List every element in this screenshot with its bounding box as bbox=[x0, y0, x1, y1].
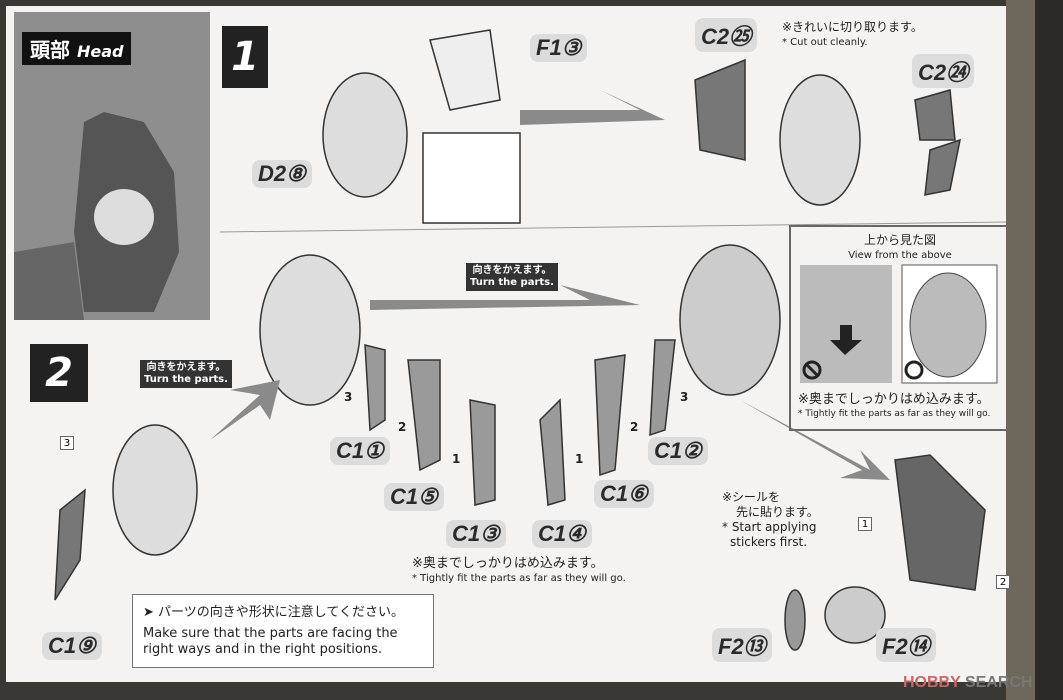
sticker-number-3: 3 bbox=[60, 436, 74, 450]
part-label-c1-3: C1③ bbox=[446, 520, 506, 548]
correct-icon bbox=[904, 360, 924, 380]
page-edge-dark bbox=[1035, 0, 1063, 700]
part-label-c2-25: C2㉕ bbox=[695, 18, 758, 52]
part-label-c1-4: C1④ bbox=[532, 520, 592, 548]
hint-jp: ➤ パーツの向きや形状に注意してください。 bbox=[143, 605, 404, 620]
part-label-c1-5: C1⑤ bbox=[384, 483, 444, 511]
turn-parts-tag: 向きをかえます。Turn the parts. bbox=[466, 263, 558, 291]
order-1: 1 bbox=[452, 452, 461, 466]
part-label-c1-2: C1② bbox=[648, 437, 708, 465]
order-3-right: 3 bbox=[680, 390, 689, 404]
head-illustration bbox=[14, 112, 179, 320]
step-1-badge: 1 bbox=[222, 26, 268, 88]
order-2-right: 2 bbox=[630, 420, 639, 434]
section-title: 頭部 Head bbox=[22, 32, 132, 65]
order-1-right: 1 bbox=[575, 452, 584, 466]
fit-note-box: ※奥までしっかりはめ込みます。* Tightly fit the parts a… bbox=[798, 392, 991, 419]
orientation-hint-box: ➤ パーツの向きや形状に注意してください。 Make sure that the… bbox=[132, 594, 434, 668]
cut-note: ※きれいに切り取ります。* Cut out cleanly. bbox=[782, 20, 923, 48]
view-from-above-box bbox=[789, 225, 1006, 431]
part-label-c1-1: C1① bbox=[330, 437, 390, 465]
turn-parts-tag-2: 向きをかえます。Turn the parts. bbox=[140, 360, 232, 388]
wrong-icon bbox=[802, 360, 822, 380]
sticker-number-1: 1 bbox=[858, 517, 872, 531]
part-label-f2-13: F2⑬ bbox=[712, 628, 772, 662]
assembly-diagram bbox=[54, 29, 1006, 651]
part-label-c1-6: C1⑥ bbox=[594, 480, 654, 508]
step-2-badge: 2 bbox=[30, 344, 88, 402]
sticker-number-2: 2 bbox=[996, 575, 1010, 589]
part-label-c1-9: C1⑨ bbox=[42, 632, 102, 660]
part-label-f2-14: F2⑭ bbox=[876, 628, 936, 662]
fit-note: ※奥までしっかりはめ込みます。* Tightly fit the parts a… bbox=[412, 556, 626, 584]
watermark: HOBBY SEARCH bbox=[903, 674, 1033, 691]
part-label-d2-8: D2⑧ bbox=[252, 160, 312, 188]
part-label-f1-3: F1③ bbox=[530, 34, 588, 62]
part-label-c2-24: C2㉔ bbox=[912, 54, 975, 88]
order-3: 3 bbox=[344, 390, 353, 404]
order-2: 2 bbox=[398, 420, 407, 434]
hint-en: Make sure that the parts are facing the … bbox=[143, 626, 398, 657]
